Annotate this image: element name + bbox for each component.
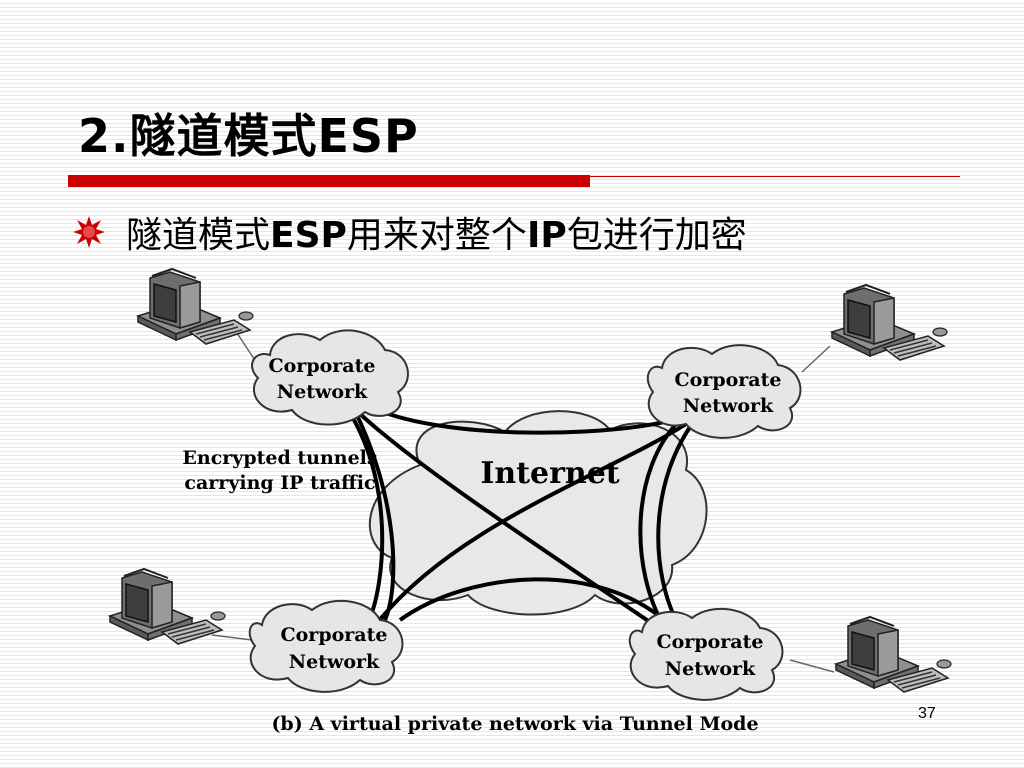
corporate-network-cloud: Corporate Network bbox=[251, 329, 409, 426]
page-number: 37 bbox=[918, 705, 936, 722]
corporate-network-cloud: Corporate Network bbox=[646, 344, 802, 439]
slide-title: 2.隧道模式ESP bbox=[78, 109, 419, 163]
network-label-line2: Network bbox=[665, 658, 756, 680]
network-label-line2: Network bbox=[277, 381, 368, 403]
bullet-item: 隧道模式ESP用来对整个IP包进行加密 bbox=[72, 206, 747, 258]
network-label-line1: Corporate bbox=[281, 624, 388, 646]
network-label-line1: Corporate bbox=[657, 631, 764, 653]
network-label-line1: Corporate bbox=[269, 355, 376, 377]
tunnel-label-line1: Encrypted tunnels bbox=[182, 447, 377, 469]
internet-cloud: Internet bbox=[368, 410, 708, 616]
internet-label: Internet bbox=[480, 456, 619, 491]
network-label-line1: Corporate bbox=[675, 369, 782, 391]
encrypted-tunnels bbox=[343, 403, 697, 642]
corporate-network-cloud: Corporate Network bbox=[628, 607, 784, 701]
computer-icon bbox=[137, 268, 254, 345]
computer-icon bbox=[835, 616, 952, 693]
starburst-bullet-icon bbox=[73, 216, 105, 248]
tunnel-label-line2: carrying IP traffic bbox=[184, 472, 375, 494]
network-label-line2: Network bbox=[289, 651, 380, 673]
bullet-text: 隧道模式ESP用来对整个IP包进行加密 bbox=[126, 215, 747, 256]
title-underline-thin bbox=[590, 176, 960, 177]
title-underline bbox=[68, 175, 590, 187]
computer-icon bbox=[831, 284, 948, 361]
computer-icon bbox=[109, 568, 226, 645]
corporate-network-cloud: Corporate Network bbox=[248, 599, 404, 693]
diagram-caption: (b) A virtual private network via Tunnel… bbox=[271, 713, 758, 735]
network-label-line2: Network bbox=[683, 395, 774, 417]
